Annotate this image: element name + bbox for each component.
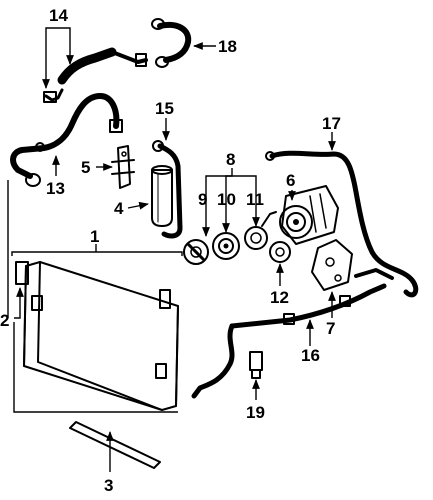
receiver-drier-4 — [151, 165, 173, 227]
mount-bracket-7 — [311, 239, 353, 291]
callout-6: 6 — [286, 171, 295, 190]
suction-hose-17 — [265, 150, 419, 298]
clutch-parts — [183, 211, 277, 265]
compressor-6 — [279, 185, 339, 245]
callout-11: 11 — [246, 190, 264, 209]
callout-18: 18 — [218, 37, 237, 56]
callout-19: 19 — [246, 403, 265, 422]
bracket-5 — [111, 145, 135, 189]
tube-16 — [191, 283, 387, 399]
callout-7: 7 — [326, 319, 335, 338]
callout-2: 2 — [0, 311, 9, 330]
leader-lines — [7, 27, 336, 472]
callout-3: 3 — [104, 476, 113, 495]
callout-17: 17 — [322, 114, 341, 133]
callout-13: 13 — [46, 179, 65, 198]
condenser-1 — [15, 261, 179, 411]
hose-13 — [10, 93, 123, 187]
callout-14: 14 — [49, 6, 68, 25]
liquid-line-15 — [152, 140, 183, 239]
callout-8: 8 — [226, 150, 235, 169]
callout-labels: 14 18 15 13 5 4 8 9 10 11 6 17 12 7 16 1… — [0, 6, 341, 495]
pulley-12 — [269, 241, 291, 263]
callout-10: 10 — [217, 190, 236, 209]
callout-4: 4 — [114, 199, 124, 218]
callout-9: 9 — [198, 190, 207, 209]
pressure-switch-19 — [249, 351, 263, 379]
hose-14 — [43, 47, 148, 103]
callout-15: 15 — [155, 99, 174, 118]
seal-strip-3 — [69, 421, 161, 469]
callout-12: 12 — [270, 288, 289, 307]
callout-1: 1 — [90, 227, 99, 246]
callout-16: 16 — [301, 346, 320, 365]
callout-5: 5 — [81, 158, 90, 177]
hose-18 — [151, 18, 192, 68]
